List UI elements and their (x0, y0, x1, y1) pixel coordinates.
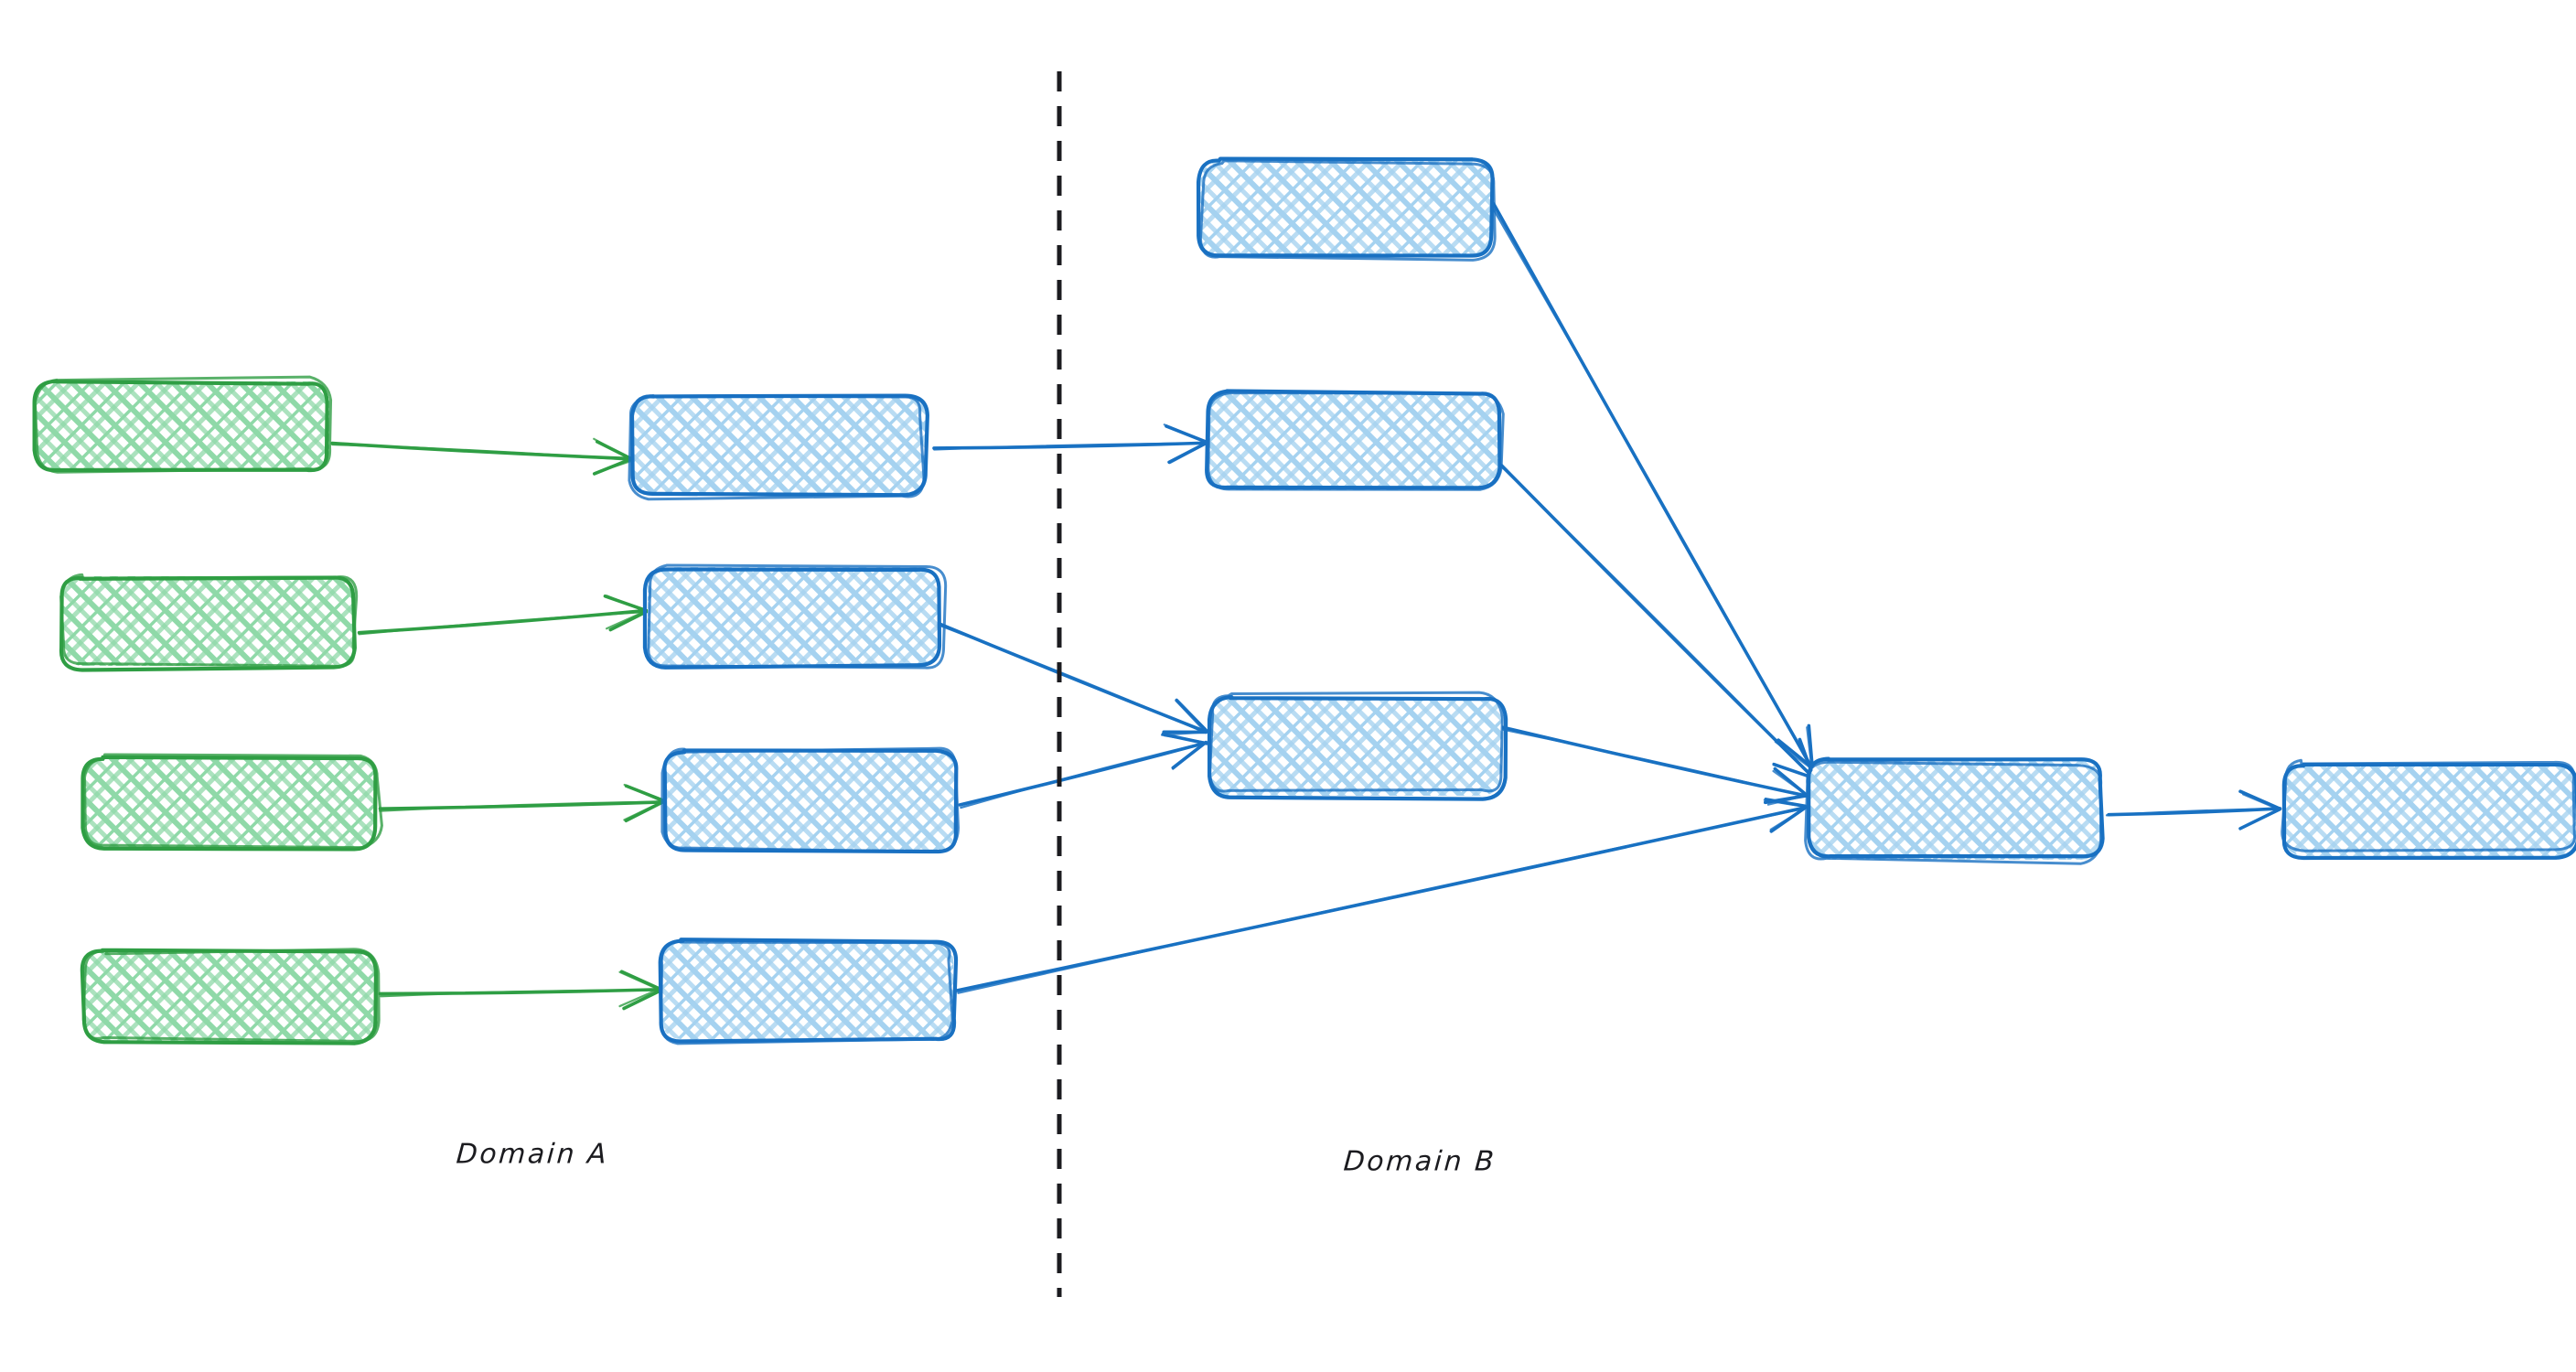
node-box-c2[interactable] (1205, 389, 1505, 491)
edge-arrow-e-c3-d1 (1501, 725, 1810, 806)
edge-arrow-e-b4-d1 (955, 798, 1809, 994)
edge-arrow-e-b1-c2 (932, 423, 1208, 465)
node-box-c3[interactable] (1207, 691, 1508, 801)
edge-arrow-e-b3-c3 (958, 732, 1208, 809)
node-box-a2[interactable] (59, 573, 359, 672)
edge-arrow-e-a1-b1 (330, 437, 635, 476)
node-box-b2[interactable] (642, 563, 948, 670)
node-box-c1[interactable] (1196, 156, 1497, 262)
edge-arrow-e-a2-b2 (357, 594, 649, 636)
nodes-layer (32, 156, 2576, 1045)
node-box-a3[interactable] (80, 753, 383, 852)
edges-layer (330, 201, 2282, 1011)
edge-arrow-e-a3-b3 (378, 783, 667, 823)
edge-arrow-e-c1-d1 (1488, 201, 1814, 769)
node-box-e1[interactable] (2281, 758, 2576, 861)
node-box-a4[interactable] (80, 948, 381, 1045)
edge-arrow-e-a4-b4 (378, 970, 663, 1011)
node-box-a1[interactable] (32, 375, 333, 474)
edge-arrow-e-b2-c3 (936, 621, 1208, 736)
node-box-b3[interactable] (660, 746, 961, 854)
node-box-b1[interactable] (628, 393, 929, 501)
node-box-b4[interactable] (658, 938, 959, 1045)
domain-b-label: Domain B (1342, 1145, 1497, 1178)
node-box-d1[interactable] (1804, 756, 2105, 865)
domain-a-label: Domain A (455, 1138, 610, 1171)
edge-arrow-e-c2-d1 (1499, 464, 1818, 782)
edge-arrow-e-d1-e1 (2105, 789, 2282, 831)
